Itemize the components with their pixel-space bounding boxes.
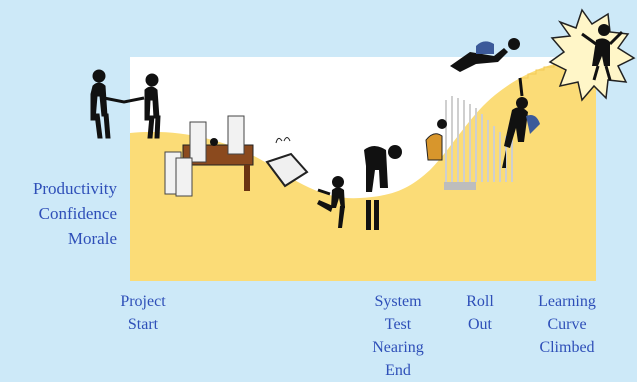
- desk-with-paper-stacks-icon: [164, 115, 254, 197]
- axis-label-morale: Morale: [67, 229, 117, 248]
- axis-labels: Productivity Confidence Morale: [33, 176, 117, 251]
- milestone-system-test: System Test Nearing End: [372, 293, 424, 379]
- celebrating-figure-icon: [548, 8, 636, 102]
- handshake-figures-icon: [90, 69, 161, 139]
- climbing-figure-icon: [450, 38, 540, 168]
- milestone-learning-curve-climbed: Learning Curve Climbed: [538, 293, 596, 356]
- milestone-roll-out: Roll Out: [466, 293, 494, 333]
- axis-label-productivity: Productivity: [32, 179, 117, 198]
- milestone-project-start: Project Start: [120, 293, 166, 333]
- barred-gate-icon: [425, 96, 513, 190]
- axis-label-confidence: Confidence: [38, 204, 117, 223]
- sad-figure-icon: [364, 145, 402, 230]
- kicking-computer-figure-icon: [265, 137, 345, 228]
- learning-curve-area: [130, 57, 596, 281]
